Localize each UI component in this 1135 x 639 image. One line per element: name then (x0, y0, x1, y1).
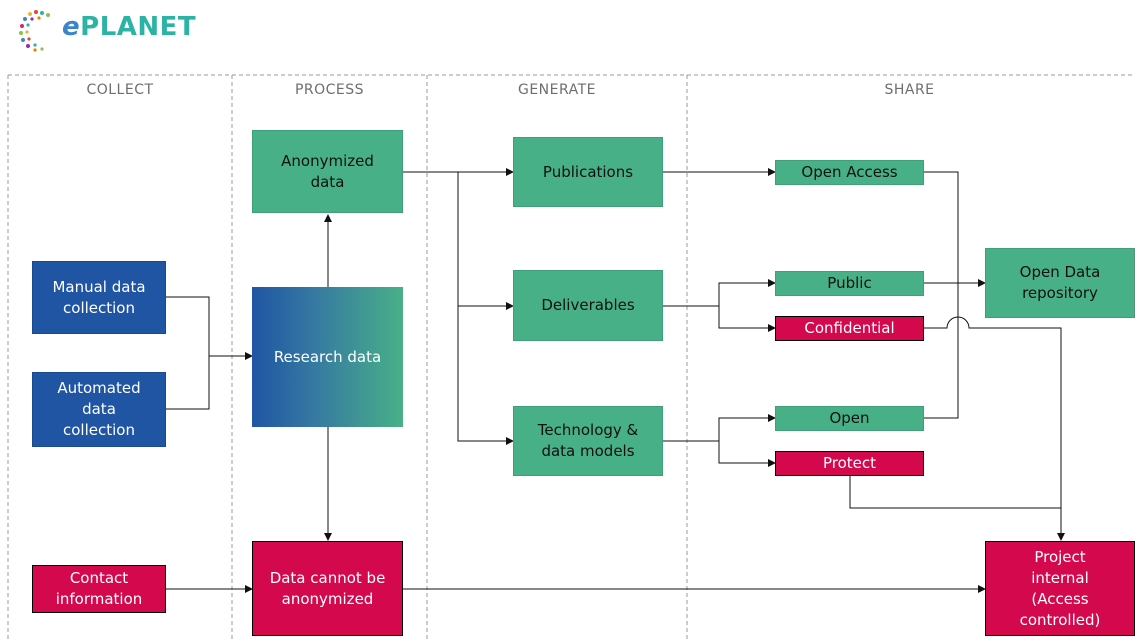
deliverables-box: Deliverables (513, 270, 663, 341)
automated-data-collection-box: Automated data collection (32, 372, 166, 447)
technology-data-models-box: Technology & data models (513, 406, 663, 476)
anonymized-data-box: Anonymized data (252, 130, 403, 213)
column-title-generate: GENERATE (517, 82, 597, 98)
column-title-process: PROCESS (294, 82, 365, 98)
logo-dots-icon (19, 10, 50, 52)
open-data-repository-box: Open Data repository (985, 248, 1135, 318)
public-box: Public (775, 271, 924, 296)
anonymized-branch-connector (457, 172, 514, 310)
column-title-share: SHARE (884, 82, 935, 98)
eplanet-logo: ePLANET (18, 8, 196, 52)
logo-name: PLANET (80, 12, 197, 42)
publications-box: Publications (513, 137, 663, 207)
column-dividers (7, 74, 1132, 639)
anonymized-to-technology-connector (457, 306, 514, 445)
open-access-box: Open Access (775, 160, 924, 185)
deliverables-to-public-connector (663, 279, 776, 307)
deliverables-to-confidential-connector (718, 306, 776, 332)
technology-to-open-connector (663, 414, 776, 442)
confidential-to-project-connector (924, 316, 1065, 541)
column-title-collect: COLLECT (86, 82, 154, 98)
protect-box: Protect (775, 451, 924, 476)
technology-to-protect-connector (718, 441, 776, 467)
automated-to-research-connector (166, 356, 210, 410)
data-cannot-be-anonymized-box: Data cannot be anonymized (252, 541, 403, 636)
open-box: Open (775, 406, 924, 431)
manual-data-collection-box: Manual data collection (32, 261, 166, 334)
research-data-box: Research data (252, 287, 403, 427)
contact-information-box: Contact information (32, 565, 166, 613)
confidential-box: Confidential (775, 316, 924, 341)
protect-to-project-connector (849, 476, 1061, 509)
logo-prefix: e (62, 12, 81, 42)
manual-to-research-connector (166, 296, 253, 360)
openaccess-open-loop-connector (924, 171, 959, 419)
logo-wordmark: ePLANET (62, 12, 196, 42)
project-internal-box: Project internal (Access controlled) (985, 541, 1135, 636)
